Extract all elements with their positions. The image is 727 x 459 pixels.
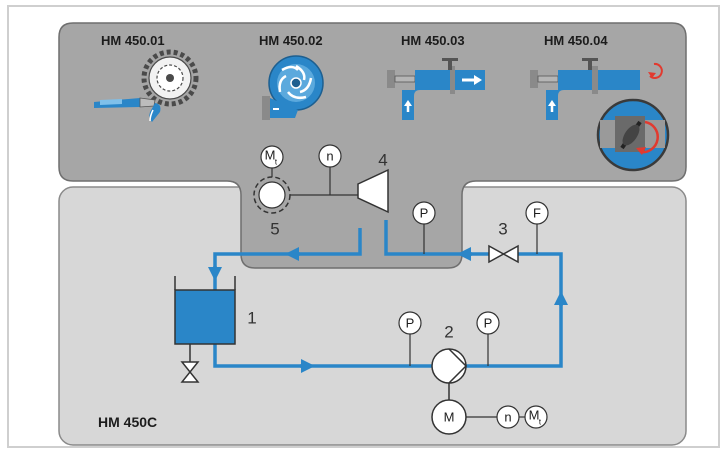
model-label: HM 450C (98, 414, 157, 430)
torque-sensor-turbine: M t (260, 145, 284, 169)
valve-number: 3 (498, 220, 507, 239)
speed-sensor-turbine: n (318, 144, 342, 168)
svg-text:M: M (529, 408, 540, 423)
axial-turbine-icon (387, 58, 485, 120)
module-label-1: HM 450.01 (101, 33, 165, 48)
svg-text:F: F (533, 206, 541, 221)
generator-number: 5 (270, 220, 279, 239)
water-tank (174, 276, 236, 362)
turbine-symbol (357, 168, 389, 214)
svg-text:t: t (539, 418, 542, 427)
svg-text:M: M (444, 410, 455, 425)
flow-sensor: F (525, 201, 549, 225)
pressure-sensor-pump-inlet: P (398, 311, 422, 335)
kaplan-turbine-icon (530, 58, 670, 172)
speed-sensor-motor: n (496, 405, 520, 429)
svg-text:n: n (504, 410, 511, 425)
svg-text:P: P (406, 316, 415, 331)
svg-text:P: P (420, 206, 429, 221)
pelton-turbine-icon (94, 49, 199, 122)
pump-number: 2 (444, 323, 453, 342)
turbine-module-panel (58, 22, 687, 269)
tank-number: 1 (247, 309, 256, 328)
pressure-sensor-pump-outlet: P (476, 311, 500, 335)
francis-turbine-icon (262, 55, 324, 120)
svg-text:n: n (326, 149, 333, 164)
module-label-2: HM 450.02 (259, 33, 323, 48)
pressure-sensor-turbine: P (412, 201, 436, 225)
torque-sensor-motor: M t (524, 405, 548, 429)
svg-text:M: M (265, 148, 276, 163)
module-label-3: HM 450.03 (401, 33, 465, 48)
throttle-valve (488, 244, 519, 264)
module-label-4: HM 450.04 (544, 33, 608, 48)
motor: M (431, 399, 467, 435)
brake-generator (253, 176, 291, 214)
svg-text:P: P (484, 316, 493, 331)
drain-valve (180, 361, 200, 383)
pump (431, 348, 468, 384)
turbine-number: 4 (378, 151, 387, 170)
svg-text:t: t (275, 158, 278, 167)
